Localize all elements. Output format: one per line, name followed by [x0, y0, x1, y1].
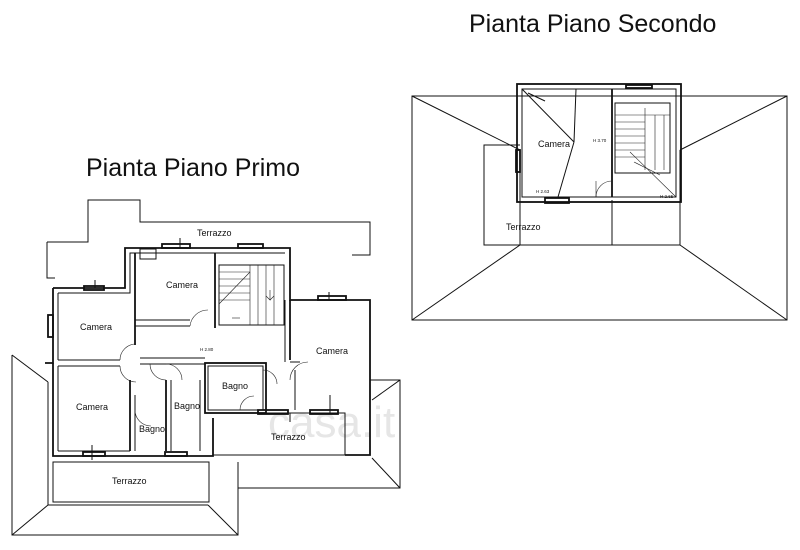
roof-left [11, 355, 239, 536]
room-camera-right: Camera [316, 346, 348, 356]
height-label-1: H 3.70 [593, 138, 607, 143]
title-first-floor: Pianta Piano Primo [86, 154, 300, 182]
room-bagno-center: Bagno [174, 401, 200, 411]
terrace-top-outline [47, 199, 371, 256]
room-terrazzo-second: Terrazzo [506, 222, 541, 232]
watermark: casa.it [268, 398, 395, 447]
building-second [516, 83, 682, 203]
second-floor-plan: Camera Terrazzo H 3.70 H 2.63 H 2.65 [411, 83, 788, 321]
room-terrazzo-top: Terrazzo [197, 228, 232, 238]
room-bagno-small: Bagno [139, 424, 165, 434]
room-camera-second: Camera [538, 139, 570, 149]
terrace-outline-second [483, 144, 613, 246]
terrace-bottom-outline [52, 461, 210, 503]
room-terrazzo-right: Terrazzo [271, 432, 306, 442]
room-bagno-right: Bagno [222, 381, 248, 391]
first-floor-plan: Terrazzo Camera Camera Camera Camera Bag… [11, 199, 401, 536]
roof-outline [411, 95, 788, 321]
room-camera-top: Camera [166, 280, 198, 290]
room-camera-bottom-left: Camera [76, 402, 108, 412]
building-first-outline [53, 247, 371, 456]
height-label-hall: H 2.80 [200, 347, 214, 352]
height-label-2: H 2.63 [536, 189, 550, 194]
room-terrazzo-bottom: Terrazzo [112, 476, 147, 486]
title-second-floor: Pianta Piano Secondo [469, 10, 716, 38]
room-camera-left: Camera [80, 322, 112, 332]
height-label-3: H 2.65 [660, 194, 674, 199]
